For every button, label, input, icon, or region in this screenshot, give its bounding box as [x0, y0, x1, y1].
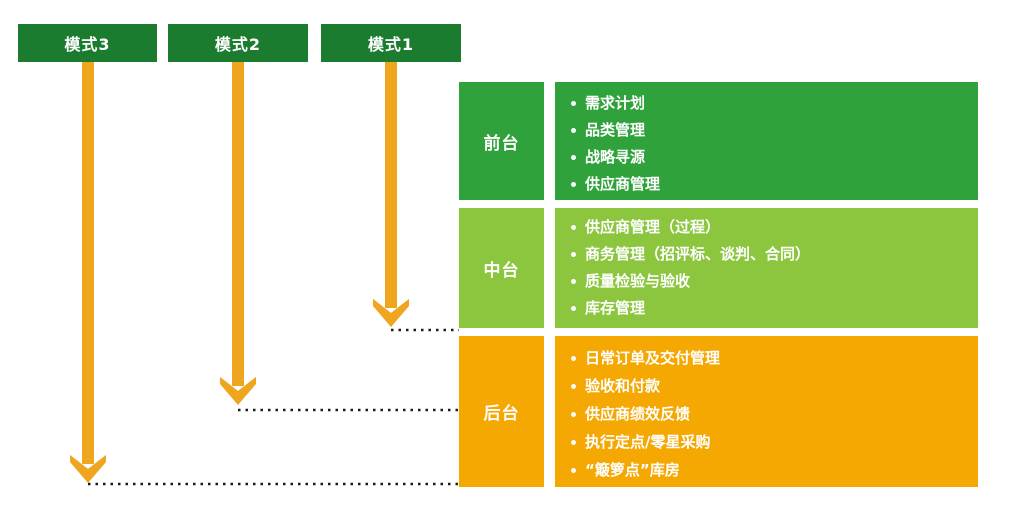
- list-item: 库存管理: [571, 295, 968, 322]
- list-item: 需求计划: [571, 90, 968, 117]
- list-item-text: 供应商管理（过程）: [585, 218, 721, 236]
- list-item-text: 日常订单及交付管理: [585, 349, 721, 367]
- bullet-icon: [571, 155, 576, 160]
- list-item: 战略寻源: [571, 144, 968, 171]
- list-item-text: 执行定点/零星采购: [585, 433, 711, 451]
- bullet-icon: [571, 279, 576, 284]
- list-item: 品类管理: [571, 117, 968, 144]
- middle-office-content-box: 供应商管理（过程） 商务管理（招评标、谈判、合同） 质量检验与验收 库存管理: [555, 208, 978, 328]
- mode3-box: 模式3: [18, 24, 157, 62]
- list-item-text: 战略寻源: [585, 148, 646, 166]
- bullet-icon: [571, 306, 576, 311]
- mode3-label: 模式3: [64, 35, 111, 54]
- list-item: 验收和付款: [571, 372, 968, 400]
- list-item: 供应商管理（过程）: [571, 214, 968, 241]
- front-office-label: 前台: [483, 133, 520, 154]
- front-office-list: 需求计划 品类管理 战略寻源 供应商管理: [555, 82, 978, 198]
- bullet-icon: [571, 467, 576, 473]
- list-item-text: 需求计划: [585, 94, 646, 112]
- middle-office-label-box: 中台: [459, 208, 544, 328]
- mode1-label: 模式1: [367, 35, 415, 54]
- bullet-icon: [571, 355, 576, 361]
- middle-office-label: 中台: [483, 260, 520, 281]
- back-office-label: 后台: [483, 404, 520, 424]
- mode2-arrow-icon: [220, 62, 256, 405]
- list-item: 日常订单及交付管理: [571, 344, 968, 372]
- bullet-icon: [571, 101, 576, 106]
- bullet-icon: [571, 252, 576, 257]
- bullet-icon: [571, 439, 576, 445]
- mode1-arrow-icon: [373, 62, 409, 327]
- list-item-text: 供应商绩效反馈: [585, 405, 691, 423]
- bullet-icon: [571, 182, 576, 187]
- list-item: “簸箩点”库房: [571, 456, 968, 484]
- list-item-text: “簸箩点”库房: [585, 461, 680, 479]
- front-office-label-box: 前台: [459, 82, 544, 200]
- bullet-icon: [571, 383, 576, 389]
- front-office-content-box: 需求计划 品类管理 战略寻源 供应商管理: [555, 82, 978, 200]
- list-item-text: 供应商管理: [585, 175, 661, 193]
- list-item-text: 库存管理: [585, 299, 646, 317]
- back-office-label-box: 后台: [459, 336, 544, 487]
- list-item: 供应商管理: [571, 171, 968, 198]
- mode1-box: 模式1: [321, 24, 461, 62]
- middle-office-list: 供应商管理（过程） 商务管理（招评标、谈判、合同） 质量检验与验收 库存管理: [555, 208, 978, 322]
- list-item: 供应商绩效反馈: [571, 400, 968, 428]
- bullet-icon: [571, 225, 576, 230]
- list-item: 执行定点/零星采购: [571, 428, 968, 456]
- list-item: 商务管理（招评标、谈判、合同）: [571, 241, 968, 268]
- list-item-text: 品类管理: [585, 121, 646, 139]
- bullet-icon: [571, 411, 576, 417]
- list-item-text: 验收和付款: [585, 377, 661, 395]
- list-item-text: 质量检验与验收: [585, 272, 691, 290]
- mode3-arrow-icon: [70, 62, 106, 483]
- bullet-icon: [571, 128, 576, 133]
- back-office-content-box: 日常订单及交付管理 验收和付款 供应商绩效反馈 执行定点/零星采购 “簸箩点”库…: [555, 336, 978, 487]
- list-item: 质量检验与验收: [571, 268, 968, 295]
- list-item-text: 商务管理（招评标、谈判、合同）: [585, 245, 811, 263]
- mode2-box: 模式2: [168, 24, 308, 62]
- mode2-label: 模式2: [214, 35, 262, 54]
- back-office-list: 日常订单及交付管理 验收和付款 供应商绩效反馈 执行定点/零星采购 “簸箩点”库…: [555, 336, 978, 484]
